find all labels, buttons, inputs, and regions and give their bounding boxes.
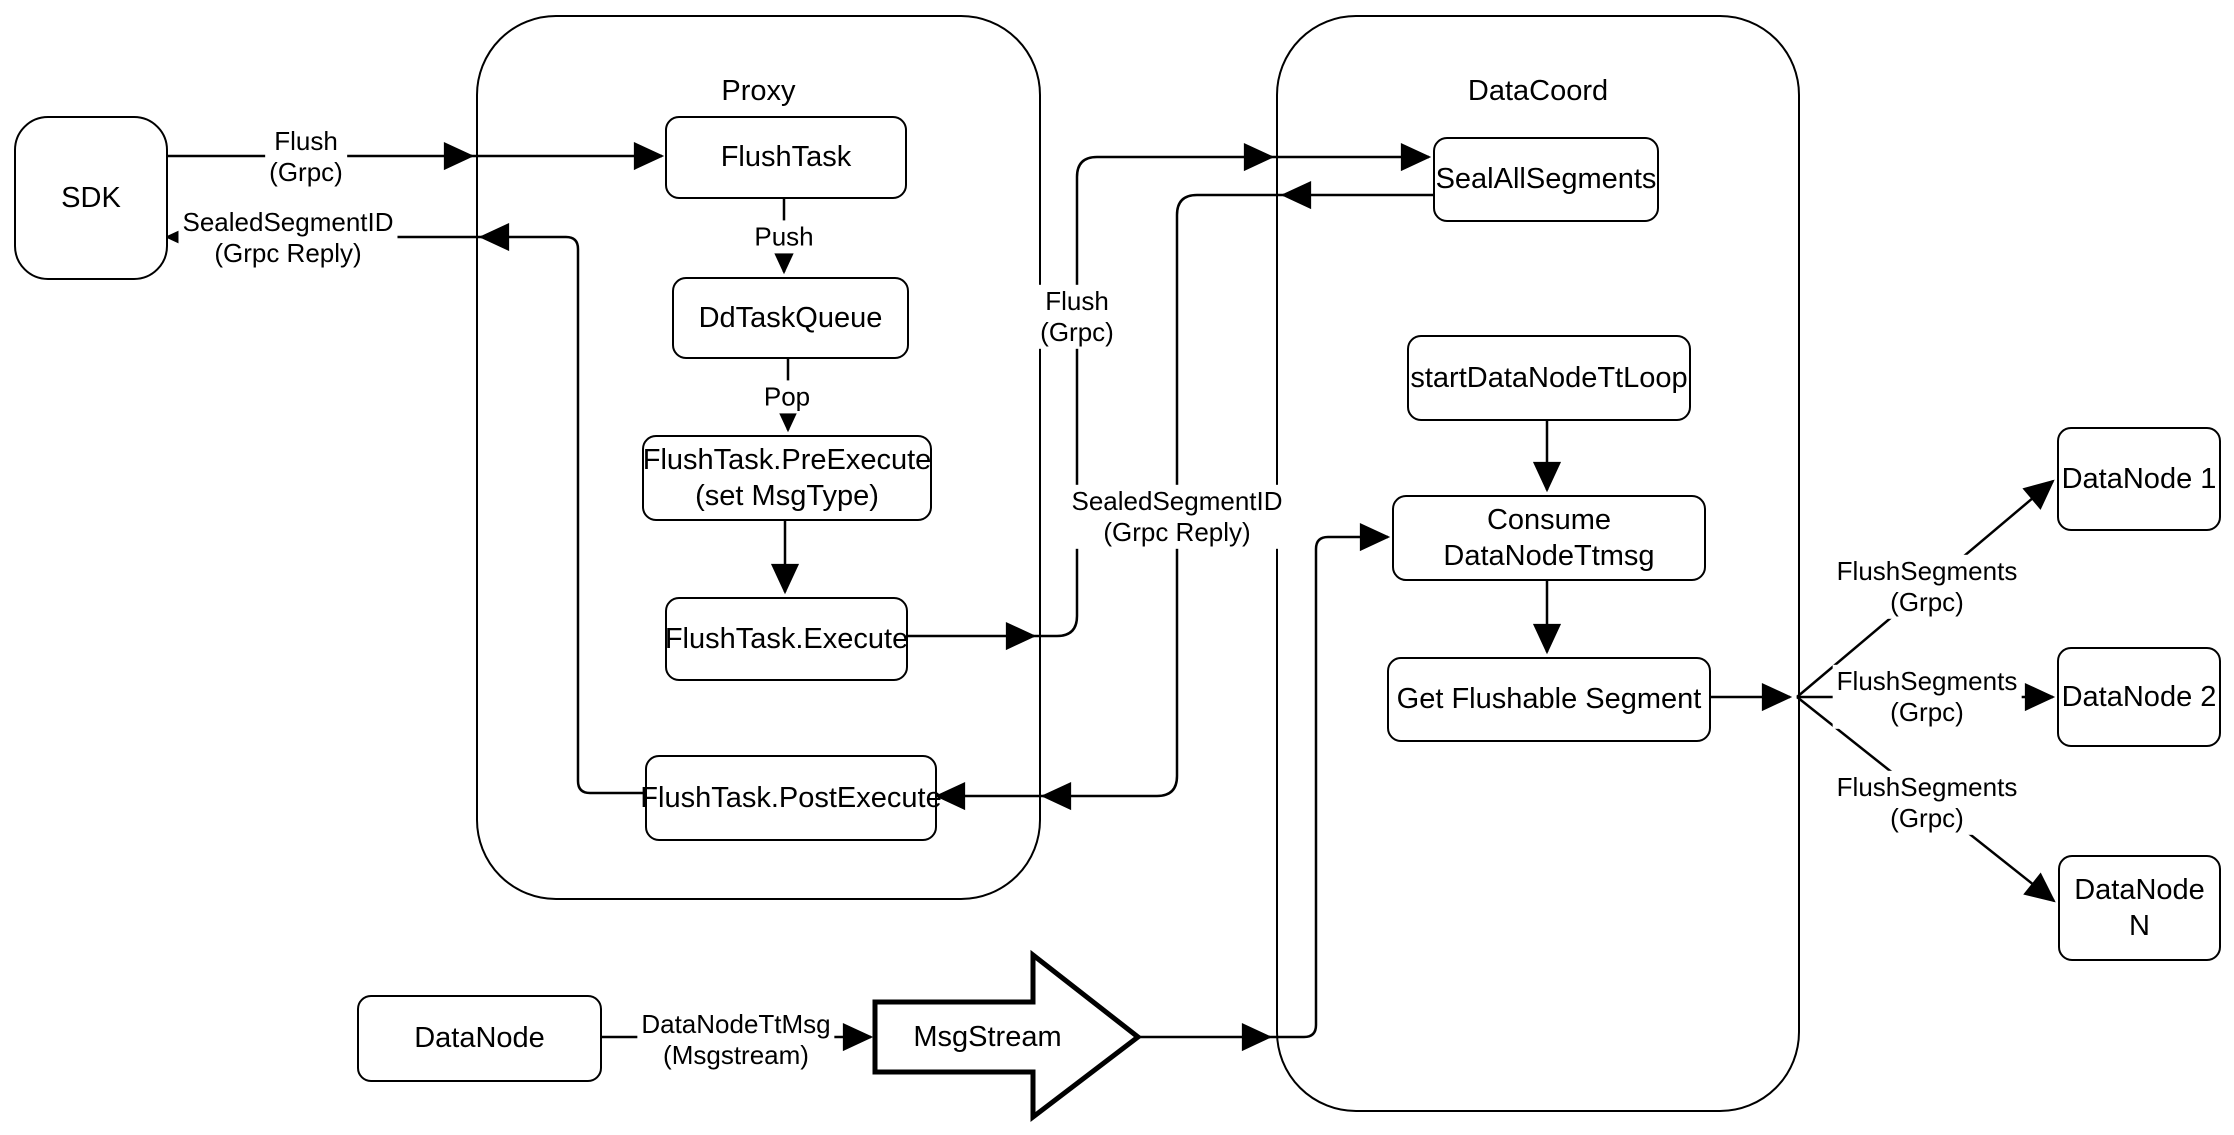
label-push: Push [750, 220, 818, 254]
label-sealedsegmentid-datacoord: SealedSegmentID (Grpc Reply) [1067, 484, 1287, 550]
datacoord-container: DataCoord [1276, 15, 1800, 1112]
label-sealedsegmentid-sdk-l1: SealedSegmentID [182, 206, 394, 237]
label-datanodettmsg: DataNodeTtMsg (Msgstream) [637, 1007, 835, 1073]
label-datanodettmsg-l1: DataNodeTtMsg [641, 1008, 831, 1039]
node-ddtaskqueue: DdTaskQueue [672, 277, 909, 359]
label-flushsegments-1-l2: (Grpc) [1890, 587, 1964, 617]
node-startdatanodettloop-label: startDataNodeTtLoop [1410, 361, 1688, 394]
node-flushtask: FlushTask [665, 116, 907, 199]
node-datanode2: DataNode 2 [2057, 647, 2221, 747]
node-postexecute-label: FlushTask.PostExecute [640, 781, 942, 814]
label-sealedsegmentid-datacoord-l1: SealedSegmentID [1071, 485, 1283, 516]
label-flush-grpc-datacoord-l1: Flush [1045, 285, 1109, 316]
label-pop-text: Pop [763, 381, 811, 412]
node-sealallsegments: SealAllSegments [1433, 137, 1659, 222]
node-datanode2-label: DataNode 2 [2061, 680, 2217, 713]
label-push-text: Push [754, 221, 814, 252]
label-sealedsegmentid-sdk: SealedSegmentID (Grpc Reply) [178, 205, 398, 271]
node-consume-datanodettmsg-label: Consume DataNodeTtmsg [1443, 503, 1655, 572]
node-datanodeN: DataNode N [2058, 855, 2221, 961]
node-startdatanodettloop: startDataNodeTtLoop [1407, 335, 1691, 421]
label-flush-grpc-sdk: Flush (Grpc) [265, 124, 347, 190]
node-preexecute: FlushTask.PreExecute (set MsgType) [642, 435, 932, 521]
node-preexecute-label: FlushTask.PreExecute [642, 443, 932, 476]
label-flushsegments-3-l2: (Grpc) [1890, 803, 1964, 833]
edge-msgstream-consume [1138, 522, 1391, 1039]
node-consume-datanodettmsg: Consume DataNodeTtmsg [1392, 495, 1706, 581]
label-sealedsegmentid-datacoord-l2: (Grpc Reply) [1103, 517, 1251, 547]
label-sealedsegmentid-sdk-l2: (Grpc Reply) [214, 238, 362, 268]
node-preexecute-sublabel: (set MsgType) [695, 480, 879, 512]
label-flushsegments-1: FlushSegments (Grpc) [1832, 554, 2022, 620]
label-flush-grpc-sdk-l1: Flush [274, 125, 338, 156]
node-sdk-label: SDK [61, 181, 121, 214]
node-datanodeN-label: DataNode N [2074, 873, 2205, 942]
label-flushsegments-3-l1: FlushSegments [1836, 771, 2018, 802]
node-sdk: SDK [14, 116, 168, 280]
label-flushsegments-2: FlushSegments (Grpc) [1832, 664, 2022, 730]
edge-postexecute-sdk [164, 222, 645, 795]
label-datanodettmsg-l2: (Msgstream) [663, 1040, 809, 1070]
node-postexecute: FlushTask.PostExecute [640, 755, 942, 841]
msgstream-label: MsgStream [880, 1007, 1095, 1067]
node-datanode-bottom: DataNode [357, 995, 602, 1082]
node-datanode1-label: DataNode 1 [2061, 462, 2217, 495]
node-sealallsegments-label: SealAllSegments [1435, 163, 1657, 196]
label-flushsegments-2-l2: (Grpc) [1890, 697, 1964, 727]
node-datanode1: DataNode 1 [2057, 427, 2221, 531]
node-get-flushable-segment-label: Get Flushable Segment [1396, 683, 1702, 716]
label-flushsegments-2-l1: FlushSegments [1836, 665, 2018, 696]
node-execute: FlushTask.Execute [665, 597, 908, 681]
node-execute-label: FlushTask.Execute [664, 622, 909, 655]
label-pop: Pop [759, 380, 815, 414]
msgstream-arrow-shape [872, 949, 1143, 1123]
proxy-title: Proxy [721, 75, 796, 107]
label-flush-grpc-sdk-l2: (Grpc) [269, 157, 343, 187]
node-get-flushable-segment: Get Flushable Segment [1387, 657, 1711, 742]
proxy-container: Proxy [476, 15, 1041, 900]
msgstream-label-text: MsgStream [913, 1020, 1062, 1053]
datacoord-title: DataCoord [1467, 75, 1609, 107]
label-flushsegments-1-l1: FlushSegments [1836, 555, 2018, 586]
label-flush-grpc-datacoord: Flush (Grpc) [1036, 284, 1118, 350]
node-datanode-bottom-label: DataNode [414, 1022, 545, 1055]
edge-execute-sealallsegments [904, 142, 1432, 638]
label-flushsegments-3: FlushSegments (Grpc) [1832, 770, 2022, 836]
node-ddtaskqueue-label: DdTaskQueue [698, 301, 883, 334]
label-flush-grpc-datacoord-l2: (Grpc) [1040, 317, 1114, 347]
node-flushtask-label: FlushTask [720, 141, 852, 174]
